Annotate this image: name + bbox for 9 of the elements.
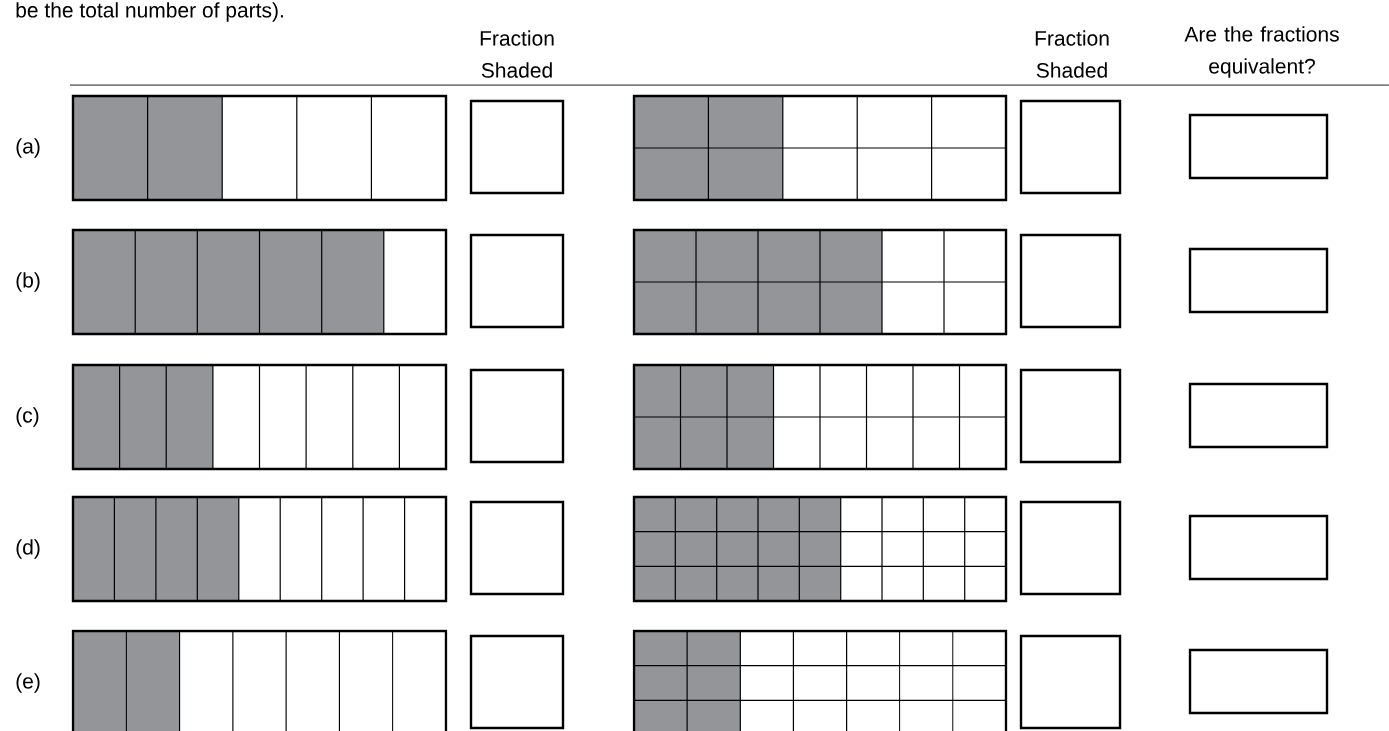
row-label: (b) — [16, 272, 40, 292]
column-header: Are the fractions equivalent? — [1184, 26, 1339, 78]
column-header: Fraction Shaded — [480, 30, 554, 78]
row-label: (e) — [16, 673, 40, 693]
row-label: (a) — [16, 138, 40, 158]
instruction-text: be the total number of parts). — [16, 2, 283, 22]
row-label: (d) — [16, 539, 40, 559]
column-header: Fraction Shaded — [1035, 30, 1109, 78]
row-label: (c) — [16, 407, 39, 427]
